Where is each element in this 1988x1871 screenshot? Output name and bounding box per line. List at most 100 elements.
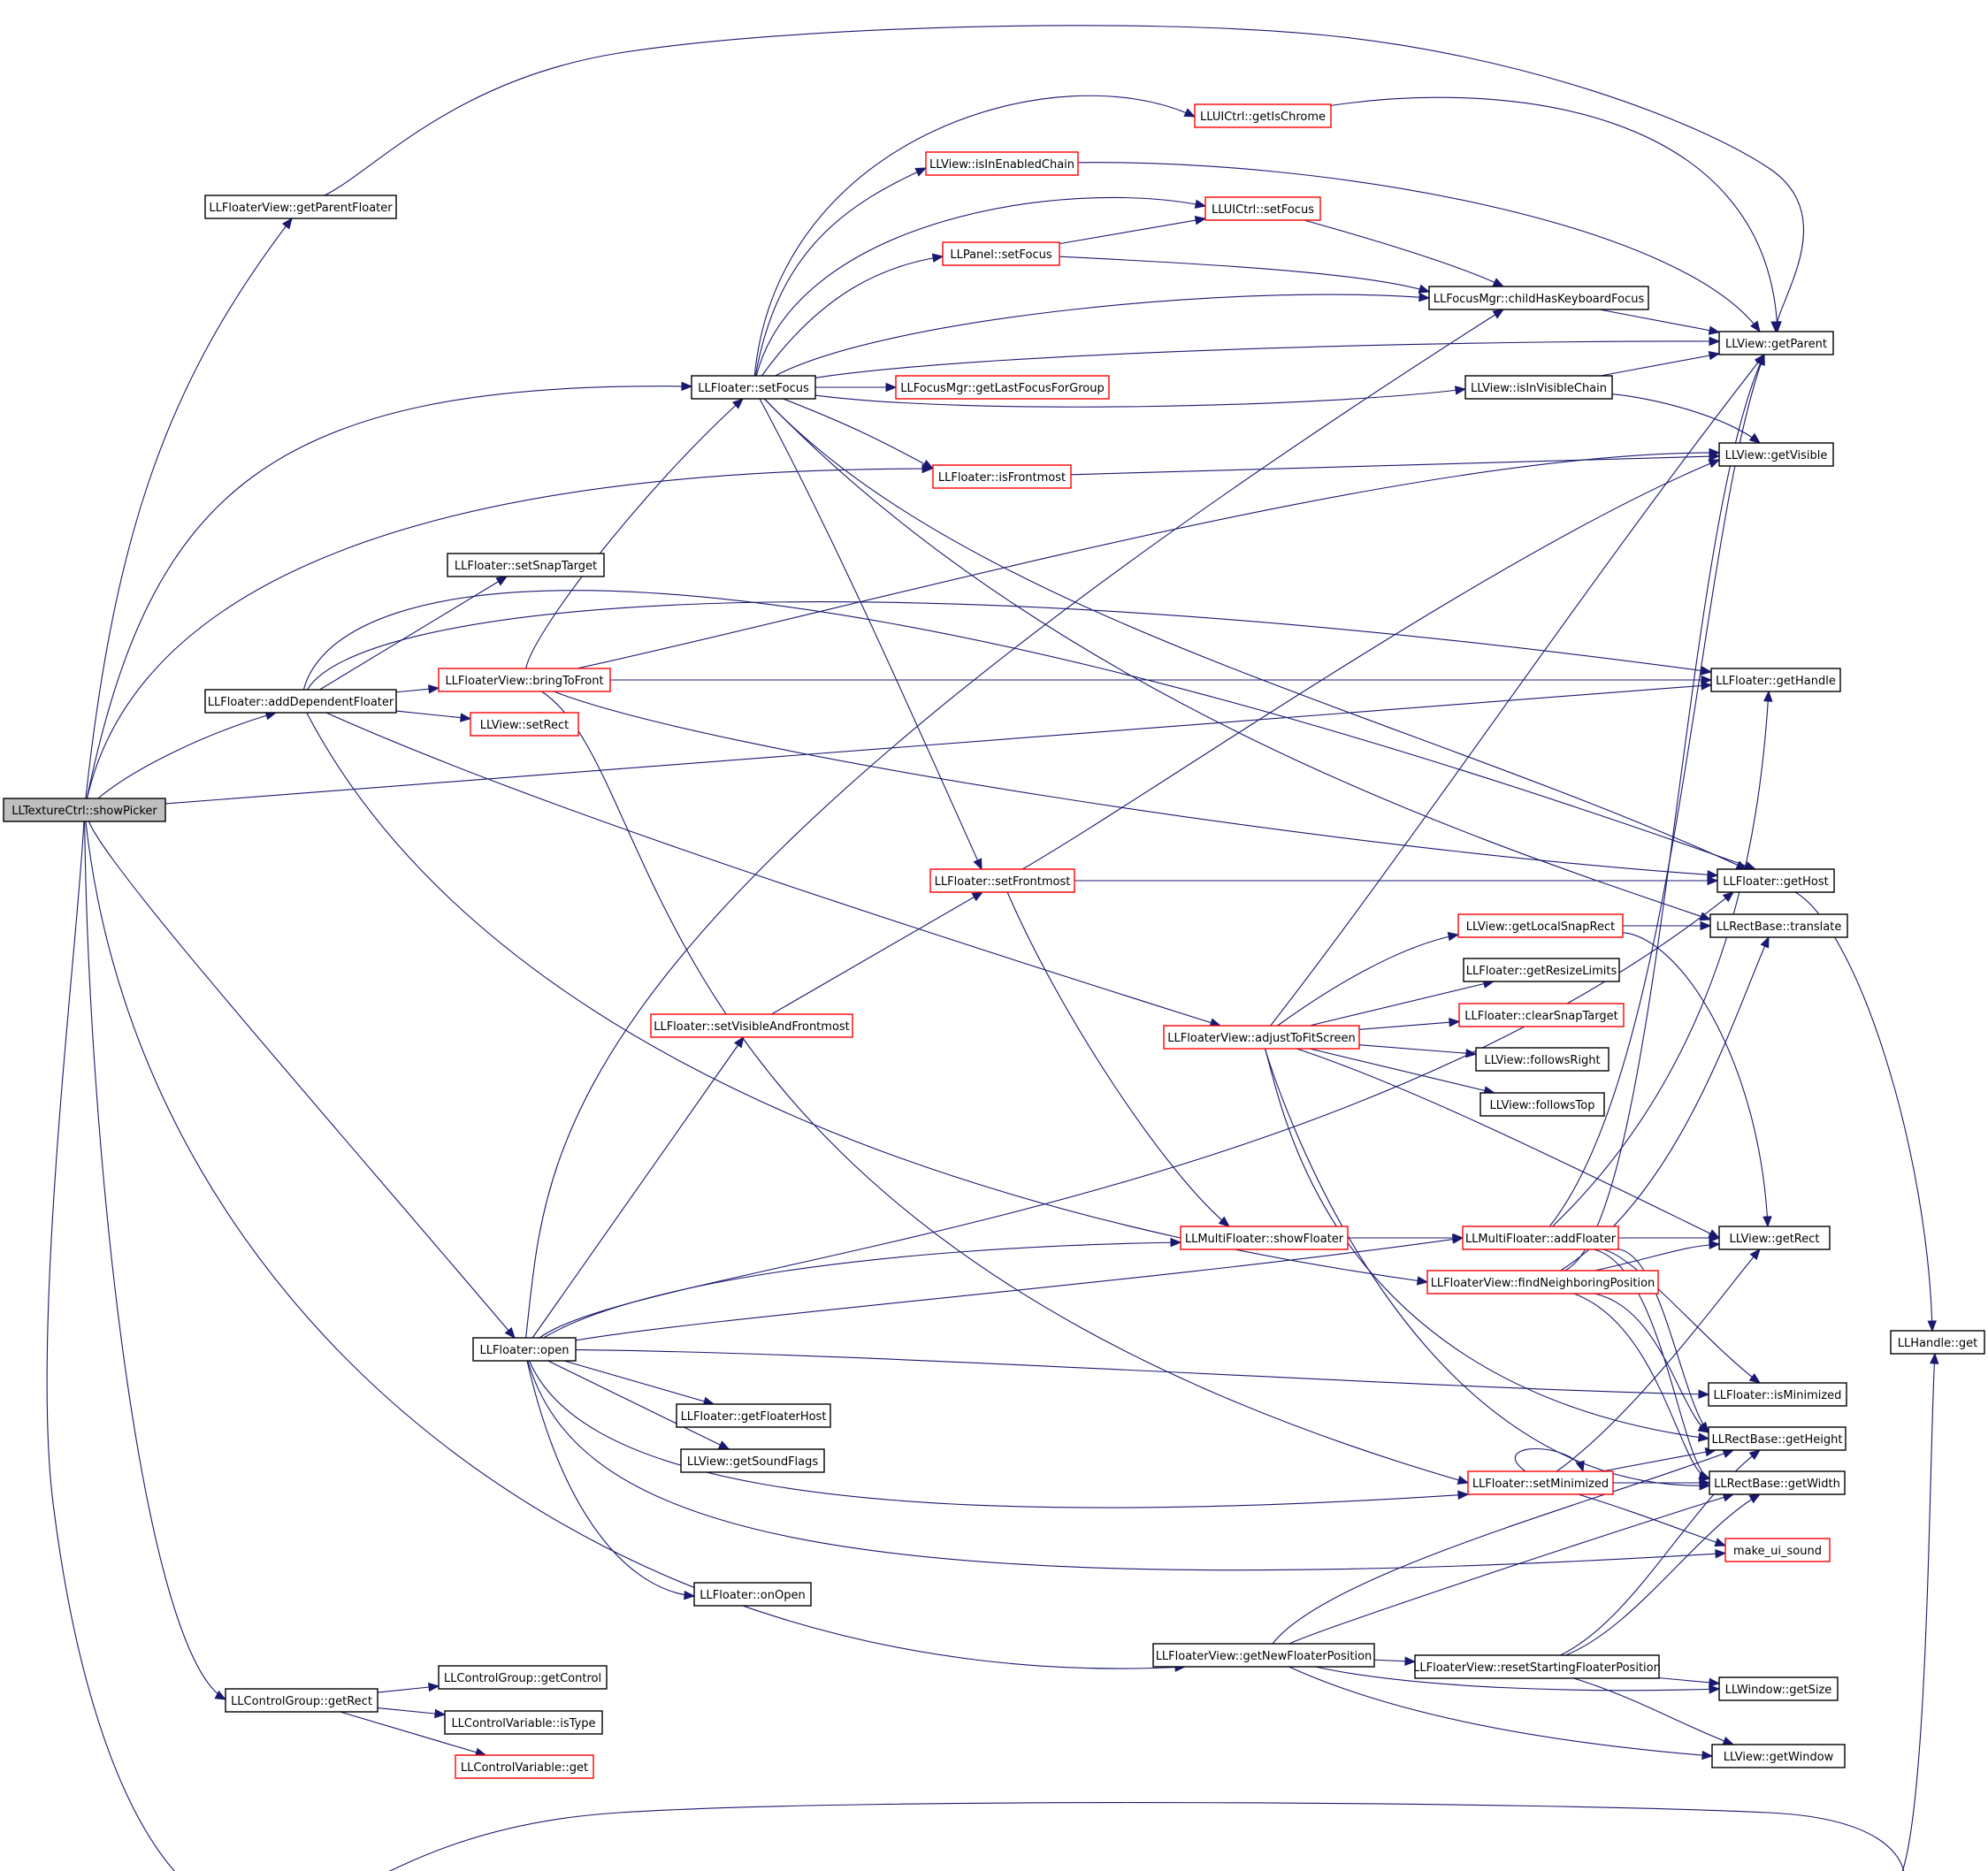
node-llfloater-isfrontmost[interactable]: LLFloater::isFrontmost [932, 464, 1072, 489]
node-llfloater-setvisibleandfrontmost[interactable]: LLFloater::setVisibleAndFrontmost [650, 1013, 853, 1038]
node-box [676, 1403, 831, 1428]
node-llrectbase-translate[interactable]: LLRectBase::translate [1709, 913, 1848, 938]
node-llview-getwindow[interactable]: LLView::getWindow [1711, 1744, 1846, 1768]
node-llfloater-gethost[interactable]: LLFloater::getHost [1717, 868, 1835, 893]
node-llfloater-gethandle[interactable]: LLFloater::getHandle [1710, 668, 1841, 692]
node-llview-getrect[interactable]: LLView::getRect [1718, 1226, 1831, 1250]
node-lluictrl-getischrome[interactable]: LLUICtrl::getIsChrome [1194, 103, 1332, 128]
edge-line [1272, 1449, 1734, 1645]
node-box [1414, 1654, 1660, 1679]
edge-setfocusfloater-to-getparent [814, 336, 1721, 378]
node-label: LLFloater::setFocus [698, 382, 809, 395]
node-llfloaterview-resetstartingfloaterposition[interactable]: LLFloaterView::resetStartingFloaterPosit… [1413, 1654, 1661, 1679]
node-label: LLFloater::setVisibleAndFrontmost [654, 1020, 850, 1034]
edge-setfrontmost-to-gethost [1074, 875, 1719, 886]
node-label: LLView::setRect [480, 719, 570, 732]
node-llfloater-adddependentfloater[interactable]: LLFloater::addDependentFloater [204, 689, 397, 714]
node-llfocusmgr-childhaskeyboardfocus[interactable]: LLFocusMgr::childHasKeyboardFocus [1428, 286, 1649, 310]
edge-arrowhead [1218, 1216, 1231, 1227]
node-box [470, 712, 579, 737]
node-llfloaterview-bringtofront[interactable]: LLFloaterView::bringToFront [438, 668, 611, 692]
edge-line [1288, 1493, 1734, 1645]
node-llhandle-get[interactable]: LLHandle::get [1890, 1330, 1985, 1355]
edge-adjusttofitscreen-to-clearsnaptarget [1358, 1018, 1461, 1030]
node-box [1458, 1003, 1625, 1027]
edge-arrowhead [1457, 1490, 1470, 1500]
edge-arrowhead [1457, 1475, 1470, 1485]
edge-addfloater-to-getrectview [1618, 1233, 1721, 1243]
node-box [942, 241, 1060, 266]
edge-arrowhead [684, 1590, 696, 1600]
node-llfloater-onopen[interactable]: LLFloater::onOpen [693, 1582, 812, 1607]
node-llrectbase-getwidth[interactable]: LLRectBase::getWidth [1709, 1470, 1846, 1495]
node-llview-setrect[interactable]: LLView::setRect [470, 712, 579, 737]
edge-line [1077, 162, 1761, 332]
edge-resetstartingfloaterposition-to-getwindowsize [1658, 1677, 1721, 1688]
edge-arrowhead [921, 459, 935, 470]
edge-getnewfloaterposition-to-getwindowsize [1315, 1666, 1721, 1694]
node-llcontrolvariable-get[interactable]: LLControlVariable::get [455, 1754, 594, 1779]
node-llrectbase-getheight[interactable]: LLRectBase::getHeight [1708, 1426, 1847, 1451]
node-llview-getsoundflags[interactable]: LLView::getSoundFlags [680, 1448, 825, 1473]
node-llfloaterview-adjusttofitscreen[interactable]: LLFloaterView::adjustToFitScreen [1163, 1025, 1360, 1050]
edge-line [754, 167, 927, 377]
node-label: LLView::followsRight [1484, 1054, 1600, 1067]
edge-line [764, 398, 1711, 920]
edge-line [1594, 1243, 1720, 1272]
edge-arrowhead [1418, 292, 1431, 302]
node-box [1718, 331, 1834, 355]
edge-arrowhead [885, 382, 898, 393]
edge-arrowhead [971, 891, 984, 902]
edge-arrowhead [1748, 1449, 1762, 1461]
node-llcontrolgroup-getcontrol[interactable]: LLControlGroup::getControl [438, 1665, 608, 1690]
edge-line [1515, 1447, 1584, 1472]
node-llfloater-clearsnaptarget[interactable]: LLFloater::clearSnapTarget [1458, 1003, 1625, 1027]
node-box [1717, 868, 1835, 893]
node-llfloaterview-getparentfloater[interactable]: LLFloaterView::getParentFloater [204, 195, 397, 219]
edge-setfocusfloater-to-isinvisiblechain [814, 386, 1467, 408]
edge-arrowhead [1709, 1233, 1721, 1243]
node-llfocusmgr-getlastfocusforgroup[interactable]: LLFocusMgr::getLastFocusForGroup [895, 375, 1110, 400]
node-box [1724, 1538, 1831, 1562]
node-llcontrolgroup-getrect[interactable]: LLControlGroup::getRect [225, 1688, 378, 1713]
node-llfloaterview-getnewfloaterposition[interactable]: LLFloaterView::getNewFloaterPosition [1152, 1643, 1375, 1668]
node-llfloater-setfocus[interactable]: LLFloater::setFocus [691, 375, 816, 400]
edge-arrowhead [914, 167, 928, 177]
node-llmultifloater-showfloater[interactable]: LLMultiFloater::showFloater [1180, 1226, 1349, 1250]
node-label: LLUICtrl::setFocus [1212, 203, 1314, 217]
edge-line [325, 712, 1221, 1027]
edge-showpicker-to-gethandle [164, 681, 1713, 805]
node-llfloaterview-findneighboringposition[interactable]: LLFloaterView::findNeighboringPosition [1426, 1270, 1659, 1294]
node-label: LLFloater::setSnapTarget [455, 560, 597, 573]
node-llmultifloater-addfloater[interactable]: LLMultiFloater::addFloater [1462, 1226, 1619, 1250]
node-llfloater-getresizelimits[interactable]: LLFloater::getResizeLimits [1463, 958, 1620, 982]
edge-arrowhead [428, 1682, 440, 1692]
node-llfloater-setsnaptarget[interactable]: LLFloater::setSnapTarget [447, 553, 605, 577]
node-llview-followsright[interactable]: LLView::followsRight [1475, 1047, 1610, 1072]
node-llview-getlocalsnaprect[interactable]: LLView::getLocalSnapRect [1457, 913, 1624, 938]
node-llfloater-isminimized[interactable]: LLFloater::isMinimized [1708, 1382, 1847, 1407]
edge-arrowhead [1697, 1432, 1710, 1442]
node-llfloater-open[interactable]: LLFloater::open [472, 1337, 577, 1362]
node-llview-isinvisiblechain[interactable]: LLView::isInVisibleChain [1464, 375, 1613, 400]
node-llpanel-setfocus[interactable]: LLPanel::setFocus [942, 241, 1060, 266]
edge-setfocusfloater-to-setfocusuictrl [755, 196, 1207, 377]
node-llfloater-setfrontmost[interactable]: LLFloater::setFrontmost [929, 868, 1075, 893]
edge-line [575, 1349, 1709, 1395]
edge-arrowhead [1709, 1677, 1721, 1688]
node-box [693, 1582, 812, 1607]
node-label: LLView::getRect [1730, 1233, 1820, 1246]
node-lltexturectrl-showpicker[interactable]: LLTextureCtrl::showPicker [3, 798, 166, 822]
node-llview-isinenabledchain[interactable]: LLView::isInEnabledChain [925, 151, 1079, 176]
node-lluictrl-setfocus[interactable]: LLUICtrl::setFocus [1204, 196, 1321, 221]
node-llview-getvisible[interactable]: LLView::getVisible [1718, 442, 1834, 467]
node-llview-getparent[interactable]: LLView::getParent [1718, 331, 1834, 355]
edge-arrowhead [1707, 869, 1719, 880]
node-llwindow-getsize[interactable]: LLWindow::getSize [1718, 1676, 1839, 1701]
node-llfloater-getfloaterhost[interactable]: LLFloater::getFloaterHost [676, 1403, 831, 1428]
node-llcontrolvariable-istype[interactable]: LLControlVariable::isType [444, 1710, 603, 1735]
edge-line [1330, 96, 1778, 332]
node-llfloater-setminimized[interactable]: LLFloater::setMinimized [1467, 1470, 1614, 1495]
node-make-ui-sound[interactable]: make_ui_sound [1724, 1538, 1831, 1562]
node-llview-followstop[interactable]: LLView::followsTop [1480, 1092, 1605, 1117]
